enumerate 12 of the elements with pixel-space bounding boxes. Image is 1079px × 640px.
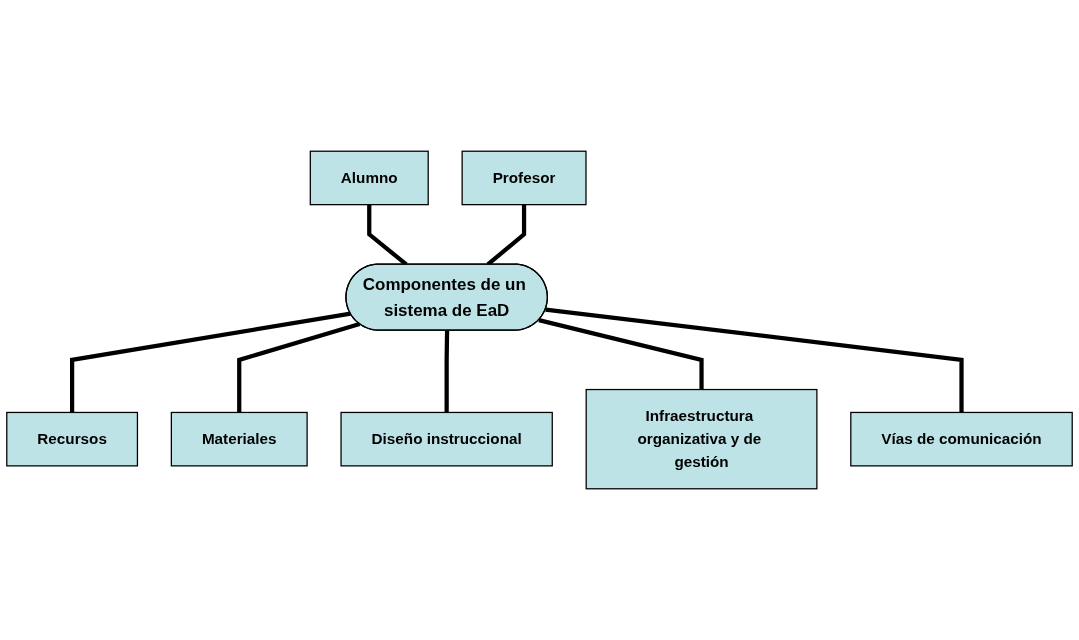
node-box: Alumno — [309, 150, 429, 206]
connector — [545, 307, 964, 413]
node-box: Recursos — [6, 411, 139, 467]
connector — [70, 311, 351, 413]
connector — [444, 330, 450, 413]
node-box: Profesor — [461, 150, 587, 206]
node-box: Vías de comunicación — [850, 411, 1073, 467]
connector — [237, 321, 361, 413]
node-box: Infraestructura organizativa y de gestión — [585, 388, 818, 490]
connector — [538, 318, 704, 390]
node-box: Materiales — [170, 411, 308, 467]
node-box: Diseño instruccional — [340, 411, 553, 467]
